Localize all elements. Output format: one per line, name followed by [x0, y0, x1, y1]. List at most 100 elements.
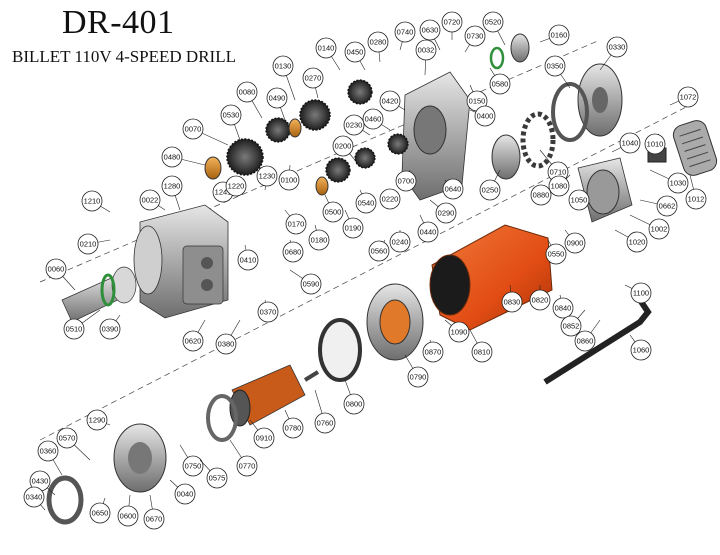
callout-bubble-gear: [315, 37, 337, 59]
end-cap: [113, 423, 167, 493]
part-number-label: 1100: [633, 289, 649, 298]
callout-bubble-lever: [257, 301, 279, 323]
callout-bubble-screw: [89, 502, 111, 524]
spindle: [61, 266, 137, 323]
callout-bubble-spacer: [355, 192, 377, 214]
part-number-label: 0450: [347, 48, 364, 57]
callout-bubble-shaft-bearing: [548, 24, 570, 46]
callout-bubble-gear: [302, 67, 324, 89]
clutch: [491, 111, 556, 180]
callout-bubble-switch: [619, 132, 641, 154]
part-number-label: 1050: [571, 196, 588, 205]
callout-bubble-wire: [422, 341, 444, 363]
part-number-label: 0580: [492, 80, 509, 89]
callout-bubble-bearing: [99, 318, 121, 340]
part-number-label: 0830: [504, 298, 521, 307]
part-number-label: 0250: [482, 186, 499, 195]
part-number-label: 0900: [567, 239, 584, 248]
callout-bubble-gear: [308, 229, 330, 251]
callout-bubble-gear: [220, 104, 242, 126]
part-number-label: 0530: [223, 111, 240, 120]
callout-bubble-bushing: [322, 201, 344, 223]
callout-bubble-washer: [379, 188, 401, 210]
callout-bubble-gear: [182, 118, 204, 140]
callout-bubble-bracket: [161, 175, 183, 197]
part-number-label: 0840: [555, 304, 572, 313]
part-number-label: 0670: [146, 515, 163, 524]
part-number-label: 0680: [285, 248, 302, 257]
part-number-label: 1060: [633, 346, 650, 355]
callout-bubble-ring: [417, 221, 439, 243]
part-number-label: 0100: [281, 176, 298, 185]
part-number-label: 0270: [305, 74, 322, 83]
callout-bubble-brush-holder: [501, 291, 523, 313]
part-number-label: 0700: [398, 177, 415, 186]
part-number-label: 0022: [142, 196, 159, 205]
callout-bubble-bearing: [237, 249, 259, 271]
callout-bubble-screw: [77, 233, 99, 255]
part-number-label: 0350: [547, 62, 564, 71]
part-number-label: 0750: [185, 462, 202, 471]
callout-bubble-switch-housing: [648, 218, 670, 240]
part-number-label: 0060: [48, 265, 65, 274]
part-number-label: 0200: [335, 142, 352, 151]
part-number-label: 0420: [382, 97, 399, 106]
callout-bubble-pin: [225, 175, 247, 197]
seal-ring: [46, 475, 84, 525]
part-number-label: 0575: [209, 474, 226, 483]
callout-bubble-seal: [474, 105, 496, 127]
assembly-centerlines: [39, 39, 691, 441]
part-number-label: 1030: [670, 179, 687, 188]
callout-bubble-bracket: [548, 175, 570, 197]
part-number-label: 1002: [651, 225, 668, 234]
part-number-label: 0460: [365, 115, 382, 124]
part-number-label: 1280: [164, 182, 181, 191]
part-number-label: 0130: [275, 62, 292, 71]
part-number-label: 0190: [345, 224, 362, 233]
fan-baffle: [206, 394, 238, 442]
stator-ring: [318, 318, 362, 382]
model-title: DR-401: [62, 4, 175, 41]
callout-bubble-screw: [677, 86, 699, 108]
part-number-label: 0390: [102, 325, 119, 334]
callout-bubble-knob: [23, 486, 45, 508]
callout-bubble-front-housing: [139, 189, 161, 211]
callout-bubble-ring: [545, 243, 567, 265]
callout-bubble-screw: [442, 178, 464, 200]
callout-bubble-bushing: [161, 146, 183, 168]
part-number-label: 0810: [474, 348, 491, 357]
callout-bubble-spacer: [343, 114, 365, 136]
callout-bubble-screw: [552, 297, 574, 319]
part-number-label: 0590: [303, 280, 320, 289]
callout-bubble-clutch: [479, 179, 501, 201]
callout-bubble-ring: [63, 318, 85, 340]
callout-bubble-nut: [389, 231, 411, 253]
callout-bubble-ring: [343, 393, 365, 415]
part-number-label: 0210: [80, 240, 97, 249]
part-number-label: 0800: [346, 400, 363, 409]
callout-bubble-power-cord: [630, 339, 652, 361]
part-number-label: 0170: [288, 220, 305, 229]
part-number-label: 0910: [256, 434, 273, 443]
callout-bubble-cover: [574, 330, 596, 352]
callout-bubble-bearing: [482, 11, 504, 33]
callout-bubble-screw: [143, 508, 165, 530]
callout-bubble-ring: [236, 81, 258, 103]
callout-bubble-baffle: [236, 455, 258, 477]
callout-bubble-screw: [300, 273, 322, 295]
callout-bubble-gear: [362, 108, 384, 130]
callout-bubble-gear-plate: [606, 36, 628, 58]
callout-bubble-gear: [342, 217, 364, 239]
callout-bubble-pin: [379, 90, 401, 112]
part-number-label: 0340: [26, 493, 43, 502]
callout-bubble-key: [182, 330, 204, 352]
part-number-label: 0150: [469, 97, 486, 106]
part-number-label: 1080: [551, 182, 568, 191]
part-number-label: 0790: [410, 373, 427, 382]
part-number-label: 1010: [647, 140, 664, 149]
callout-bubble-shaft: [395, 170, 417, 192]
part-number-label: 0640: [445, 185, 462, 194]
gearbox: [401, 71, 471, 201]
part-number-label: 1210: [84, 197, 101, 206]
